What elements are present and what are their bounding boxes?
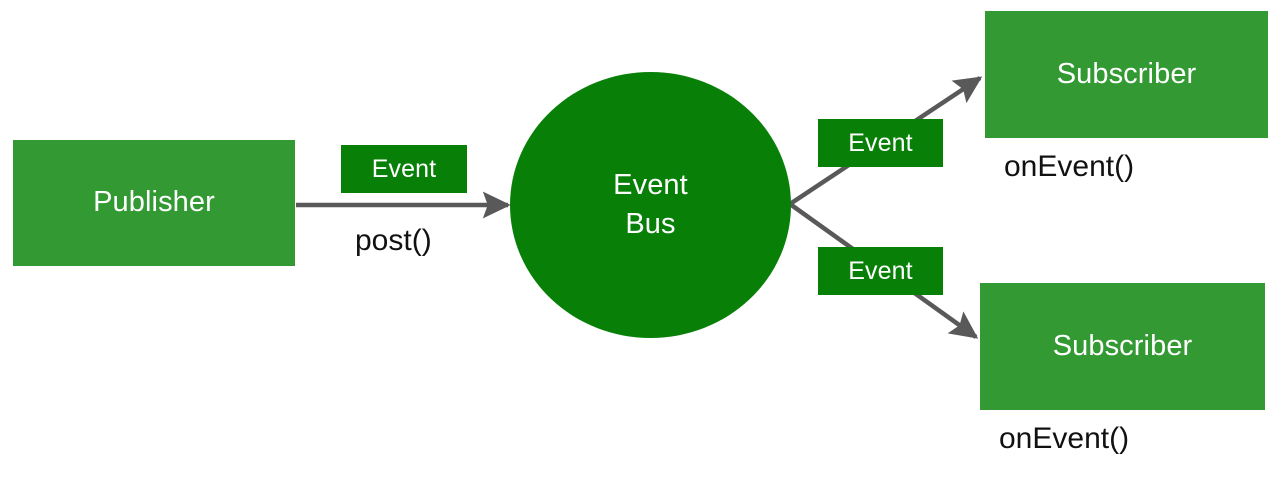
edge-tag-event-deliver-bottom-label: Event (848, 256, 913, 285)
caption-onevent-bottom: onEvent() (999, 422, 1130, 455)
node-publisher-label: Publisher (93, 186, 215, 219)
node-publisher[interactable]: Publisher (13, 140, 295, 266)
caption-onevent-top: onEvent() (1004, 150, 1135, 183)
node-event-bus[interactable]: Event Bus (510, 72, 791, 338)
node-subscriber-top-label: Subscriber (1056, 57, 1197, 90)
edge-tag-event-publish: Event (341, 145, 467, 193)
edge-tag-event-deliver-bottom: Event (818, 247, 943, 295)
edge-tag-event-deliver-top: Event (818, 119, 943, 167)
node-event-bus-label-line1: Event (613, 168, 688, 201)
node-event-bus-label-line2: Bus (625, 208, 676, 240)
node-subscriber-top[interactable]: Subscriber (985, 11, 1268, 138)
caption-post-method: post() (355, 224, 432, 257)
edge-tag-event-deliver-top-label: Event (848, 128, 913, 157)
node-subscriber-bottom[interactable]: Subscriber (980, 283, 1265, 410)
node-subscriber-bottom-label: Subscriber (1052, 329, 1193, 362)
edge-tag-event-publish-label: Event (371, 154, 437, 183)
